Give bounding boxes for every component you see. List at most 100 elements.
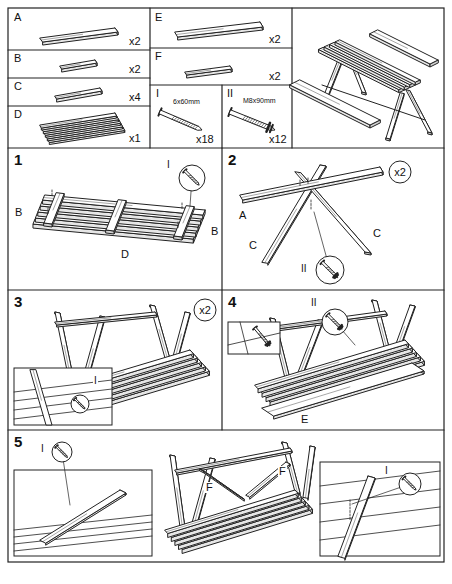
drawing-stroke xyxy=(188,123,191,126)
callout-number: I xyxy=(384,466,389,476)
drawing-stroke xyxy=(150,47,292,48)
drawing-stroke xyxy=(168,493,298,537)
drawing-stroke xyxy=(257,121,260,125)
callout-circle xyxy=(179,165,205,191)
part-letter: E xyxy=(154,12,163,23)
drawing-stroke xyxy=(406,90,432,133)
drawing-stroke xyxy=(262,363,424,416)
drawing-stroke xyxy=(81,406,83,407)
drawing-stroke xyxy=(8,105,150,106)
drawing-stroke xyxy=(176,118,179,121)
drawing-stroke xyxy=(250,119,253,123)
drawing-stroke xyxy=(321,261,337,277)
drawing-stroke xyxy=(63,462,70,505)
drawing-stroke xyxy=(181,120,184,123)
part-letter: II xyxy=(226,88,234,99)
callout-circle xyxy=(389,161,411,183)
drawing-stroke xyxy=(221,85,222,148)
callout-circle xyxy=(194,299,216,321)
drawing-stroke xyxy=(264,124,267,128)
callout-circle xyxy=(316,256,344,284)
quantity: x2 xyxy=(198,305,212,316)
drawing-stroke xyxy=(8,147,444,148)
drawing-stroke xyxy=(14,536,152,551)
quantity: x4 xyxy=(128,92,142,103)
drawing-stroke xyxy=(340,327,343,330)
drawing-stroke xyxy=(259,333,262,334)
drawing-stroke xyxy=(303,446,315,498)
drawing-stroke xyxy=(56,318,111,324)
drawing-stroke xyxy=(8,77,150,78)
drawing-stroke xyxy=(14,529,152,544)
quantity: x18 xyxy=(195,134,215,145)
drawing-stroke xyxy=(184,170,199,185)
drawing-stroke xyxy=(333,321,336,323)
drawing-stroke xyxy=(177,29,224,35)
drawing-stroke xyxy=(192,125,195,128)
callout-number: I xyxy=(40,444,45,454)
drawing-stroke xyxy=(40,28,118,42)
drawing-stroke xyxy=(352,488,400,504)
drawing-stroke xyxy=(240,322,248,354)
drawing-stroke xyxy=(195,126,198,129)
drawing-stroke xyxy=(243,116,246,120)
drawing-stroke xyxy=(55,312,157,325)
drawing-stroke xyxy=(320,525,440,540)
part-letter: A xyxy=(13,12,22,23)
drawing-stroke xyxy=(344,332,355,345)
part-letter: D xyxy=(120,249,130,260)
quantity: x2 xyxy=(268,34,282,45)
drawing-stroke xyxy=(407,481,409,482)
drawing-stroke xyxy=(195,182,198,184)
drawing-stroke xyxy=(228,333,280,345)
drawing-stroke xyxy=(338,41,382,63)
drawing-stroke xyxy=(186,70,211,73)
step-number: 4 xyxy=(227,294,237,309)
drawing-stroke xyxy=(248,478,270,496)
drawing-stroke xyxy=(221,148,222,430)
drawing-stroke xyxy=(338,476,375,558)
drawing-stroke xyxy=(240,167,383,200)
drawing-stroke xyxy=(260,335,263,336)
drawing-stroke xyxy=(342,513,358,557)
drawing-stroke xyxy=(254,121,257,125)
drawing-stroke xyxy=(265,209,297,262)
drawing-stroke xyxy=(175,448,292,473)
panel-frame xyxy=(14,470,152,556)
drawing-stroke xyxy=(185,66,232,75)
drawing-stroke xyxy=(306,469,310,497)
drawing-stroke xyxy=(270,125,273,132)
part-letter: E xyxy=(300,414,309,425)
panel-frame xyxy=(8,8,444,562)
drawing-stroke xyxy=(40,113,117,128)
drawing-stroke xyxy=(335,275,338,278)
callout-circle xyxy=(399,473,421,495)
drawing-stroke xyxy=(338,325,342,329)
callout-circle xyxy=(71,395,89,413)
drawing-stroke xyxy=(182,203,183,209)
drawing-stroke xyxy=(48,208,49,214)
drawing-stroke xyxy=(59,450,61,451)
step-number: 5 xyxy=(13,434,23,449)
part-letter: I xyxy=(155,88,160,99)
drawing-stroke xyxy=(42,34,83,40)
drawing-stroke xyxy=(242,182,319,198)
drawing-stroke xyxy=(150,84,292,85)
drawing-stroke xyxy=(268,387,350,412)
part-letter: D xyxy=(13,109,23,120)
drawing-stroke xyxy=(394,94,402,119)
callout-circle xyxy=(322,309,348,335)
drawing-stroke xyxy=(40,490,126,543)
drawing-stroke xyxy=(77,402,79,403)
drawing-stroke xyxy=(324,45,409,87)
drawing-stroke xyxy=(55,88,102,99)
part-letter: A xyxy=(238,210,247,221)
drawing-stroke xyxy=(8,289,444,290)
drawing-stroke xyxy=(174,206,194,237)
drawing-stroke xyxy=(337,324,340,326)
drawing-stroke xyxy=(350,500,351,520)
drawing-stroke xyxy=(314,212,326,257)
drawing-stroke xyxy=(328,268,331,270)
drawing-stroke xyxy=(190,124,193,127)
drawing-stroke xyxy=(188,175,191,177)
